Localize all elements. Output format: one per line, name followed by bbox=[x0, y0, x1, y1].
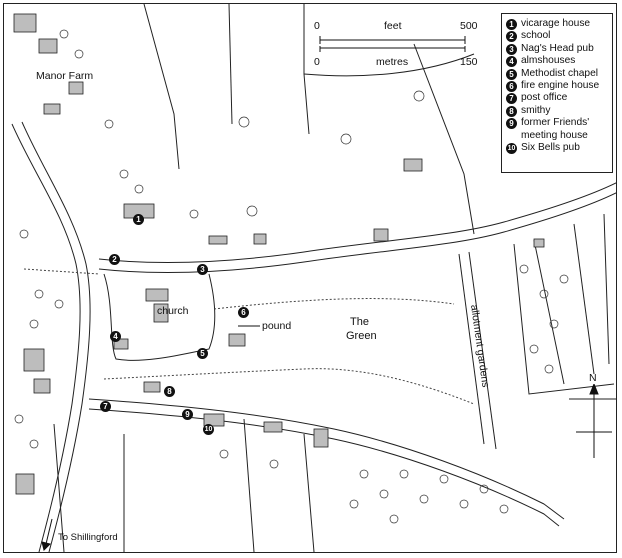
label-to-shillingford: To Shillingford bbox=[58, 532, 118, 543]
legend-number: 3 bbox=[506, 43, 517, 55]
legend-item: 6 fire engine house bbox=[506, 80, 608, 93]
scale-feet-label: feet bbox=[384, 20, 402, 32]
legend-label: vicarage house bbox=[521, 18, 591, 29]
marker-5: 5 bbox=[197, 348, 208, 359]
marker-1: 1 bbox=[133, 214, 144, 225]
legend-number: 9 bbox=[506, 118, 517, 130]
legend-label: school bbox=[521, 30, 551, 42]
legend-label: Methodist chapel bbox=[521, 67, 599, 79]
legend-item: 10 Six Bells pub bbox=[506, 142, 608, 155]
scale-metres-min: 0 bbox=[314, 56, 320, 68]
legend-number: 4 bbox=[506, 56, 517, 68]
marker-7: 7 bbox=[100, 401, 111, 412]
main-road bbox=[11, 123, 81, 552]
legend-label: almshouses bbox=[521, 55, 576, 67]
legend-item: 1 vicarage house bbox=[506, 18, 608, 30]
compass-icon bbox=[576, 384, 612, 458]
marker-10: 10 bbox=[203, 424, 214, 435]
legend-number: 7 bbox=[506, 93, 517, 105]
legend-label: post office bbox=[521, 92, 568, 104]
legend-item: 5 Methodist chapel bbox=[506, 68, 608, 80]
marker-8: 8 bbox=[164, 386, 175, 397]
marker-6: 6 bbox=[238, 307, 249, 318]
label-pound: pound bbox=[262, 320, 292, 332]
north-road bbox=[98, 182, 616, 264]
legend-item: 8 smithy bbox=[506, 105, 608, 117]
legend-item: 3 Nag's Head pub bbox=[506, 43, 608, 55]
legend-label: fire engine house bbox=[521, 80, 600, 92]
legend-number: 8 bbox=[506, 105, 517, 117]
label-the: The bbox=[350, 316, 369, 328]
scale-lines bbox=[319, 36, 466, 52]
legend-item: meeting house bbox=[506, 130, 608, 142]
marker-2: 2 bbox=[109, 254, 120, 265]
legend-item: 9 former Friends' bbox=[506, 117, 608, 130]
legend-item: 4 almshouses bbox=[506, 55, 608, 68]
village-map bbox=[11, 4, 616, 552]
legend-number: 10 bbox=[506, 143, 517, 155]
marker-9: 9 bbox=[182, 409, 193, 420]
south-road bbox=[88, 398, 565, 520]
legend-label: Six Bells pub bbox=[521, 142, 580, 154]
label-church: church bbox=[157, 305, 189, 317]
north-label: N bbox=[589, 372, 597, 384]
legend-label: former Friends' bbox=[521, 117, 590, 129]
legend-label: meeting house bbox=[521, 129, 588, 141]
marker-3: 3 bbox=[197, 264, 208, 275]
legend-number: 5 bbox=[506, 68, 517, 80]
north-arrow: N bbox=[574, 372, 614, 462]
legend-number: 1 bbox=[506, 19, 517, 30]
legend-label: Nag's Head pub bbox=[521, 42, 594, 54]
legend-item: 7 post office bbox=[506, 92, 608, 105]
scale-feet-min: 0 bbox=[314, 20, 320, 32]
marker-4: 4 bbox=[110, 331, 121, 342]
legend-number: 2 bbox=[506, 31, 517, 43]
legend-label: smithy bbox=[521, 104, 551, 116]
legend-item: 2 school bbox=[506, 30, 608, 43]
scale-metres-max: 150 bbox=[460, 56, 478, 68]
legend-number: 6 bbox=[506, 81, 517, 93]
map-frame: Manor Farm church pound The Green allotm… bbox=[3, 3, 617, 553]
scale-metres-label: metres bbox=[376, 56, 409, 68]
label-green: Green bbox=[346, 330, 377, 342]
label-manor-farm: Manor Farm bbox=[36, 70, 94, 82]
scale-feet-max: 500 bbox=[460, 20, 478, 32]
scale-bar: 0 feet 500 0 metres 150 bbox=[312, 18, 482, 78]
